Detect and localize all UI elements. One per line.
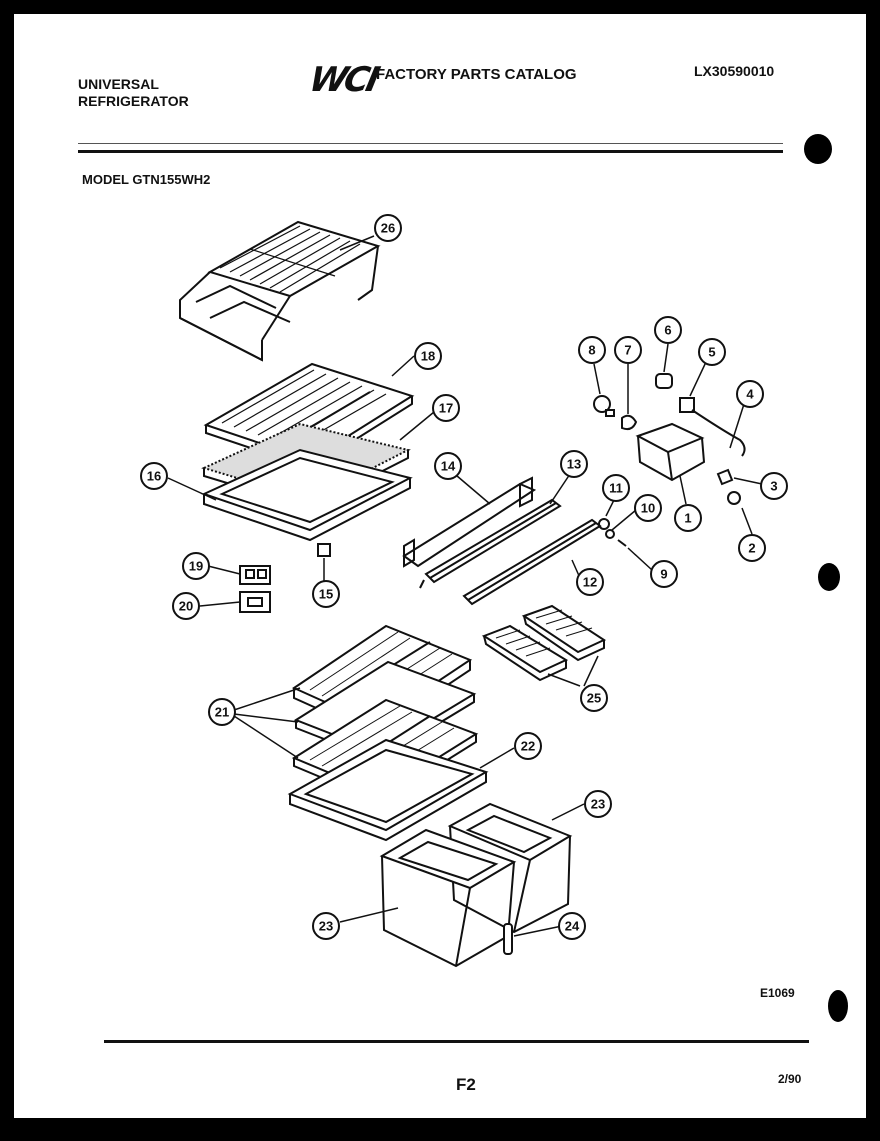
callout-4: 4 bbox=[746, 387, 754, 402]
header-rule-thin bbox=[78, 143, 783, 144]
callout-3-bubble bbox=[760, 472, 788, 500]
callout-5: 5 bbox=[708, 345, 715, 360]
binder-hole-middle bbox=[818, 563, 840, 591]
manufacturer-line-2: REFRIGERATOR bbox=[78, 93, 189, 109]
callout-5-bubble bbox=[698, 338, 726, 366]
callout-2: 2 bbox=[748, 541, 755, 556]
model-label: MODEL GTN155WH2 bbox=[82, 172, 211, 187]
callout-13: 13 bbox=[567, 457, 581, 472]
handle-24-part bbox=[503, 923, 513, 955]
callout-12-bubble bbox=[576, 568, 604, 596]
manufacturer-name: UNIVERSAL REFRIGERATOR bbox=[78, 76, 189, 110]
washer-10-part bbox=[605, 529, 615, 539]
callout-9-bubble bbox=[650, 560, 678, 588]
callout-21: 21 bbox=[215, 705, 229, 720]
callout-18: 18 bbox=[421, 349, 435, 364]
callout-26-bubble bbox=[374, 214, 402, 242]
page-date: 2/90 bbox=[778, 1072, 802, 1086]
callout-8-bubble bbox=[578, 336, 606, 364]
catalog-number: LX30590010 bbox=[694, 63, 775, 79]
callout-7-bubble bbox=[614, 336, 642, 364]
binder-hole-bottom bbox=[828, 990, 848, 1022]
clip-3-part bbox=[716, 468, 734, 486]
callout-3: 3 bbox=[770, 479, 777, 494]
callout-23-bubble bbox=[584, 790, 612, 818]
switch-5-part bbox=[679, 397, 695, 413]
callout-25: 25 bbox=[587, 691, 601, 706]
channel-13-part bbox=[419, 498, 562, 589]
binder-hole-top bbox=[804, 134, 832, 164]
callout-18-bubble bbox=[414, 342, 442, 370]
callout-15: 15 bbox=[319, 587, 333, 602]
callout-24-bubble bbox=[558, 912, 586, 940]
callout-12: 12 bbox=[583, 575, 597, 590]
callout-24: 24 bbox=[565, 919, 580, 934]
socket-6-part bbox=[655, 373, 673, 389]
crisper-cover-22-part bbox=[287, 738, 489, 842]
callout-14-bubble bbox=[434, 452, 462, 480]
callout-11-bubble bbox=[602, 474, 630, 502]
catalog-title: FACTORY PARTS CATALOG bbox=[376, 66, 577, 83]
wire-shelf-part bbox=[179, 220, 381, 362]
header-rule bbox=[78, 150, 783, 153]
callout-23: 23 bbox=[591, 797, 605, 812]
callout-19: 19 bbox=[189, 559, 203, 574]
ice-tray-front-part bbox=[481, 624, 569, 682]
callout-14: 14 bbox=[441, 459, 456, 474]
callout-16: 16 bbox=[147, 469, 161, 484]
callout-20: 20 bbox=[179, 599, 193, 614]
bracket-20-part bbox=[239, 591, 271, 613]
callout-15-bubble bbox=[312, 580, 340, 608]
rail-12-part bbox=[462, 518, 602, 606]
callout-23-second: 23 bbox=[319, 919, 333, 934]
callout-13-bubble bbox=[560, 450, 588, 478]
callout-22: 22 bbox=[521, 739, 535, 754]
diagram-code: E1069 bbox=[760, 986, 795, 1000]
callout-10: 10 bbox=[641, 501, 655, 516]
callout-1-bubble bbox=[674, 504, 702, 532]
callout-26: 26 bbox=[381, 221, 395, 236]
slide-rail-14-part bbox=[402, 476, 537, 568]
light-bulb-8-part bbox=[593, 395, 615, 417]
manufacturer-line-1: UNIVERSAL bbox=[78, 76, 159, 92]
footer-rule bbox=[104, 1040, 809, 1043]
callout-10-bubble bbox=[634, 494, 662, 522]
callout-2-bubble bbox=[738, 534, 766, 562]
screw-9-part bbox=[617, 539, 627, 547]
light-housing-1-part bbox=[635, 422, 706, 482]
ice-tray-back-part bbox=[521, 604, 607, 662]
bushing-11-part bbox=[598, 518, 610, 530]
wire-harness-4-part bbox=[691, 409, 746, 457]
callout-25-bubble bbox=[580, 684, 608, 712]
crisper-drawer-left-part bbox=[379, 828, 517, 968]
callout-19-bubble bbox=[182, 552, 210, 580]
callout-22-bubble bbox=[514, 732, 542, 760]
page-code: F2 bbox=[456, 1075, 476, 1094]
callout-7: 7 bbox=[624, 343, 631, 358]
callout-6-bubble bbox=[654, 316, 682, 344]
light-shield-7-part bbox=[621, 414, 638, 431]
callout-17-bubble bbox=[432, 394, 460, 422]
callout-8: 8 bbox=[588, 343, 595, 358]
callout-11: 11 bbox=[609, 481, 623, 496]
callout-17: 17 bbox=[439, 401, 453, 416]
callout-4-bubble bbox=[736, 380, 764, 408]
callout-20-bubble bbox=[172, 592, 200, 620]
callout-21-bubble bbox=[208, 698, 236, 726]
callout-16-bubble bbox=[140, 462, 168, 490]
crisper-frame-part bbox=[201, 448, 413, 542]
clip-15-part bbox=[317, 543, 331, 557]
callout-6: 6 bbox=[664, 323, 671, 338]
callout-9: 9 bbox=[660, 567, 667, 582]
knob-2-part bbox=[727, 491, 741, 505]
bracket-19-part bbox=[239, 565, 271, 585]
callout-1: 1 bbox=[684, 511, 691, 526]
callout-23-bubble-2 bbox=[312, 912, 340, 940]
